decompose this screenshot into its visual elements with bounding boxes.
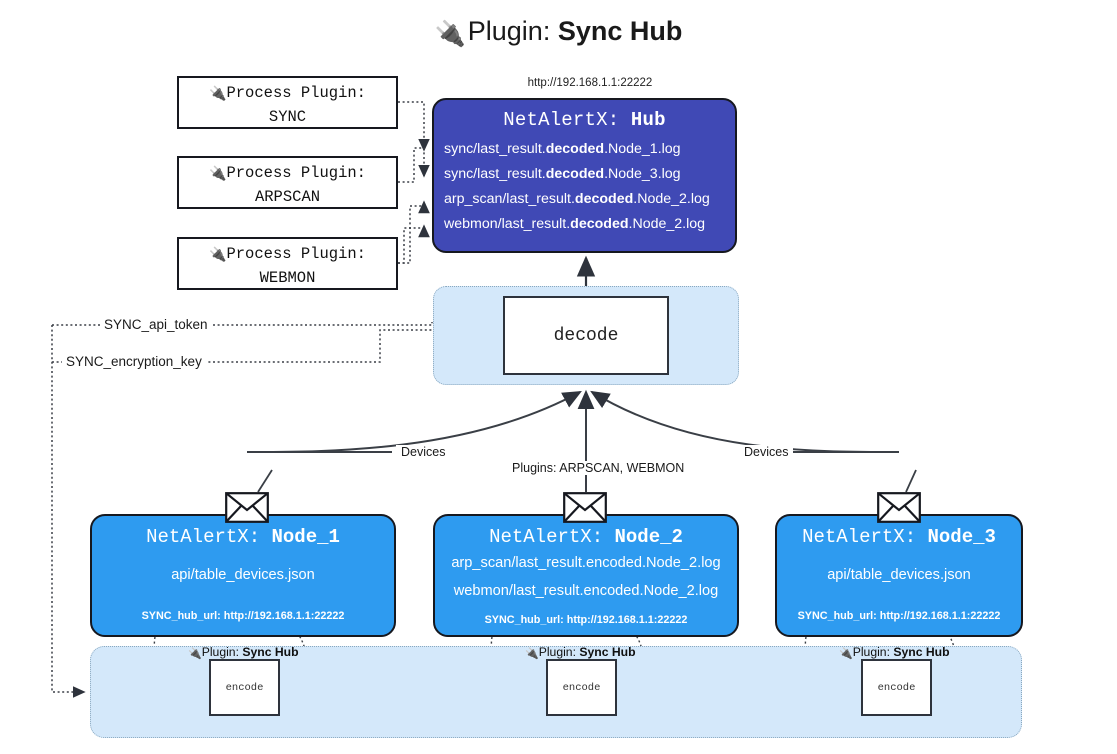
node-hub-url: SYNC_hub_url: http://192.168.1.1:22222 <box>797 610 1001 622</box>
hub-log-post: .Node_3.log <box>604 166 681 182</box>
node-resource-line: api/table_devices.json <box>171 567 315 583</box>
process-plugin-label: 🔌Process Plugin: <box>179 82 396 106</box>
hub-title-name: Hub <box>630 109 666 131</box>
encode-caption-name: Sync Hub <box>242 645 299 659</box>
node-title-prefix: NetAlertX: <box>802 526 928 548</box>
hub-log-pre: arp_scan/last_result. <box>444 191 575 207</box>
hub-log-post: .Node_2.log <box>633 191 710 207</box>
process-plugin-label: 🔌Process Plugin: <box>179 243 396 267</box>
encode-caption-prefix: Plugin: <box>852 645 894 659</box>
node-resource-line: arp_scan/last_result.encoded.Node_2.log <box>451 555 721 571</box>
hub-log-pre: webmon/last_result. <box>444 216 571 232</box>
node-hub-url: SYNC_hub_url: http://192.168.1.1:22222 <box>141 610 345 622</box>
title-prefix: Plugin: <box>467 16 558 46</box>
encode-caption-name: Sync Hub <box>893 645 950 659</box>
encode-box-node-2[interactable]: encode <box>546 659 617 716</box>
node-2-box[interactable]: NetAlertX: Node_2 arp_scan/last_result.e… <box>433 514 739 637</box>
encode-caption-prefix: Plugin: <box>201 645 243 659</box>
node-title-prefix: NetAlertX: <box>489 526 615 548</box>
node-title: NetAlertX: Node_2 <box>435 526 737 548</box>
encode-box-node-3[interactable]: encode <box>861 659 932 716</box>
node-resource-line: api/table_devices.json <box>827 567 971 583</box>
hub-log-post: .Node_1.log <box>604 141 681 157</box>
node-title-name: Node_1 <box>271 526 340 548</box>
decode-box[interactable]: decode <box>503 296 669 375</box>
process-plugin-text: Process Plugin: <box>226 84 366 102</box>
hub-log-post: .Node_2.log <box>628 216 706 232</box>
process-plugin-name: WEBMON <box>259 269 316 287</box>
node-hub-url: SYNC_hub_url: http://192.168.1.1:22222 <box>484 614 688 626</box>
plug-icon: 🔌 <box>839 648 853 660</box>
edge-label-devices-left: Devices <box>396 445 451 459</box>
process-plugin-webmon[interactable]: 🔌Process Plugin: WEBMON <box>177 237 398 290</box>
secret-api-token-label: SYNC_api_token <box>100 317 212 332</box>
hub-log-bold: decoded <box>570 216 629 232</box>
plug-icon: 🔌 <box>209 167 227 183</box>
encode-caption-node-3: 🔌Plugin: Sync Hub <box>839 645 950 660</box>
process-plugin-sync[interactable]: 🔌Process Plugin: SYNC <box>177 76 398 129</box>
title-name: Sync Hub <box>557 16 683 46</box>
hub-title: NetAlertX: Hub <box>434 109 735 131</box>
hub-node[interactable]: NetAlertX: Hub sync/last_result.decoded.… <box>432 98 737 253</box>
node-title-prefix: NetAlertX: <box>146 526 272 548</box>
envelope-icon <box>563 492 607 523</box>
encode-box-node-1[interactable]: encode <box>209 659 280 716</box>
process-plugin-label: 🔌Process Plugin: <box>179 162 396 186</box>
node-1-box[interactable]: NetAlertX: Node_1 api/table_devices.json… <box>90 514 396 637</box>
process-plugin-text: Process Plugin: <box>226 245 366 263</box>
hub-log-line: arp_scan/last_result.decoded.Node_2.log <box>434 187 735 212</box>
plug-icon: 🔌 <box>188 648 202 660</box>
plug-icon: 🔌 <box>434 20 466 48</box>
encode-caption-prefix: Plugin: <box>538 645 580 659</box>
plug-icon: 🔌 <box>209 248 227 264</box>
hub-url: http://192.168.1.1:22222 <box>527 77 653 89</box>
hub-title-prefix: NetAlertX: <box>503 109 631 131</box>
node-3-box[interactable]: NetAlertX: Node_3 api/table_devices.json… <box>775 514 1023 637</box>
secret-encryption-key-label: SYNC_encryption_key <box>62 354 206 369</box>
plug-icon: 🔌 <box>525 648 539 660</box>
envelope-icon <box>877 492 921 523</box>
hub-log-bold: decoded <box>545 166 605 182</box>
process-plugin-name: ARPSCAN <box>254 188 321 206</box>
node-title-name: Node_3 <box>927 526 996 548</box>
process-plugin-name: SYNC <box>268 108 307 126</box>
encode-caption-node-2: 🔌Plugin: Sync Hub <box>525 645 636 660</box>
hub-log-pre: sync/last_result. <box>444 166 546 182</box>
encode-caption-node-1: 🔌Plugin: Sync Hub <box>188 645 299 660</box>
encode-caption-name: Sync Hub <box>579 645 636 659</box>
node-resource-line: webmon/last_result.encoded.Node_2.log <box>453 583 719 599</box>
node-title: NetAlertX: Node_1 <box>92 526 394 548</box>
hub-log-bold: decoded <box>574 191 634 207</box>
edge-label-plugins: Plugins: ARPSCAN, WEBMON <box>507 461 690 475</box>
hub-log-line: webmon/last_result.decoded.Node_2.log <box>434 212 735 237</box>
page-title: 🔌Plugin: Sync Hub <box>0 16 1117 49</box>
process-plugin-text: Process Plugin: <box>226 164 366 182</box>
process-plugin-arpscan[interactable]: 🔌Process Plugin: ARPSCAN <box>177 156 398 209</box>
edge-label-devices-right: Devices <box>739 445 794 459</box>
node-title-name: Node_2 <box>614 526 683 548</box>
plug-icon: 🔌 <box>209 87 227 103</box>
hub-log-pre: sync/last_result. <box>444 141 546 157</box>
hub-log-line: sync/last_result.decoded.Node_1.log <box>434 137 735 162</box>
envelope-icon <box>225 492 269 523</box>
hub-log-bold: decoded <box>545 141 605 157</box>
hub-log-line: sync/last_result.decoded.Node_3.log <box>434 162 735 187</box>
node-title: NetAlertX: Node_3 <box>777 526 1021 548</box>
